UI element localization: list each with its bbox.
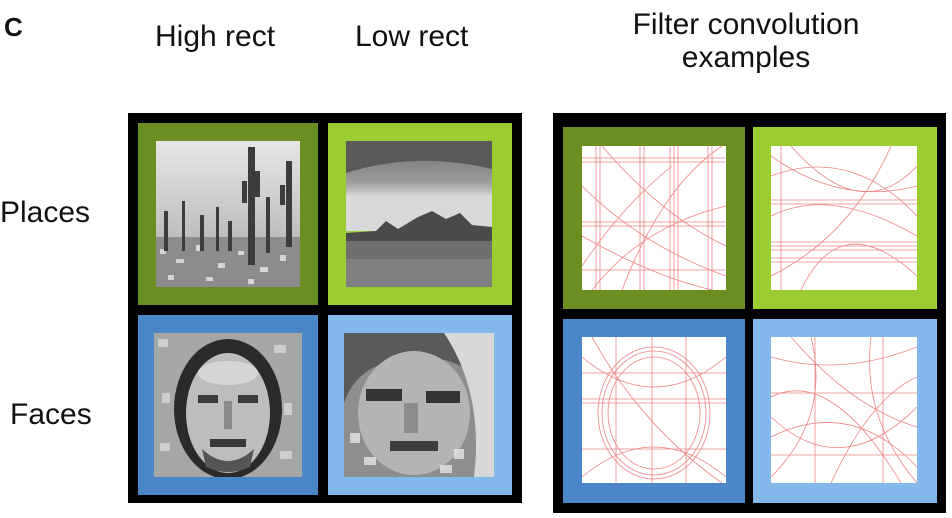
filter-header-line1: Filter convolution <box>632 8 860 41</box>
tile-filter-faces-high <box>563 319 745 503</box>
filter-header-line2: examples <box>681 41 811 74</box>
tile-filter-places-high <box>563 127 745 309</box>
image-landscape <box>346 141 492 287</box>
filter-pattern-faces-high <box>582 337 726 483</box>
image-desert-cacti <box>156 141 300 287</box>
tile-faces-low-rect <box>328 315 512 495</box>
tile-filter-places-low <box>753 127 937 309</box>
tile-filter-faces-low <box>753 319 937 503</box>
tile-places-high-rect <box>138 123 318 305</box>
row-header-places: Places <box>0 196 91 229</box>
image-face-woman <box>344 333 494 477</box>
panel-label: C <box>4 12 23 42</box>
filter-grid <box>553 113 946 513</box>
filter-pattern-places-low <box>771 146 917 290</box>
row-header-faces: Faces <box>10 398 92 431</box>
column-header-filter: Filter convolution examples <box>566 8 926 74</box>
column-header-high-rect: High rect <box>155 20 276 53</box>
tile-faces-high-rect <box>138 315 318 495</box>
image-face-man <box>154 333 302 477</box>
tile-places-low-rect <box>328 123 512 305</box>
filter-pattern-places-high <box>582 146 726 290</box>
stimulus-grid <box>128 113 522 503</box>
filter-pattern-faces-low <box>771 337 917 483</box>
column-header-low-rect: Low rect <box>355 20 469 53</box>
